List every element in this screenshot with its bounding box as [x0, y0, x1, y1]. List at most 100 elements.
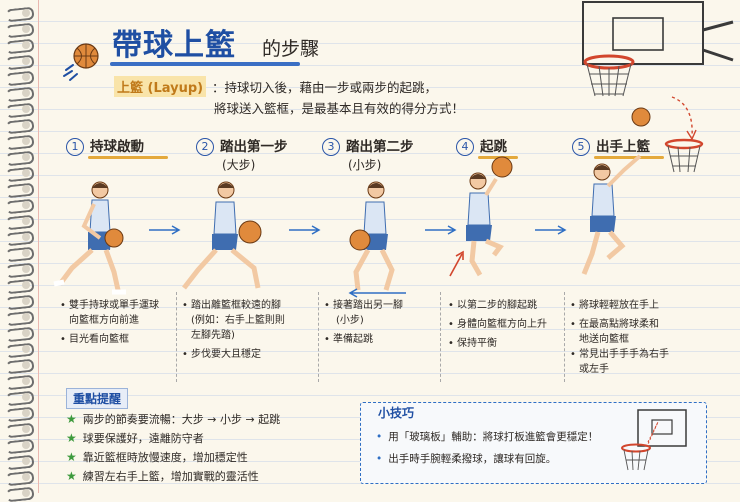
spiral-ring [5, 470, 35, 487]
binding-hole [22, 169, 30, 177]
spiral-ring [5, 374, 35, 391]
spiral-ring [5, 294, 35, 311]
step-1-underline [88, 155, 168, 159]
tips-box [360, 402, 707, 484]
backboard-hoop-icon [621, 409, 687, 471]
binding-hole [22, 89, 30, 97]
player-step-3-illustration [349, 181, 395, 291]
spiral-ring [5, 150, 35, 167]
spiral-ring [5, 262, 35, 279]
column-separator [564, 292, 565, 382]
step-3-number: 3 [322, 137, 340, 156]
spiral-ring [5, 22, 35, 39]
spiral-ring [5, 358, 35, 375]
player-step-4-illustration [466, 156, 513, 277]
focus-item: ★球要保護好，遠離防守者 [66, 429, 280, 448]
column-separator [176, 292, 177, 382]
spiral-ring [5, 102, 35, 119]
step-2-bullet: 步伐要大且穩定 [182, 347, 285, 362]
definition-line-1: ：持球切入後，藉由一步或兩步的起跳， [212, 80, 438, 95]
binding-hole [22, 409, 30, 417]
arrow-step-2-to-3 [289, 225, 321, 235]
focus-item: ★ 靠近籃框時放慢速度，增加穩定性 [66, 448, 280, 467]
binding-hole [22, 249, 30, 257]
binding-hole [22, 441, 30, 449]
binding-hole [22, 345, 30, 353]
spiral-ring [5, 454, 35, 471]
binding-hole [22, 361, 30, 369]
binding-hole [22, 457, 30, 465]
spiral-ring [5, 230, 35, 247]
ball-trajectory-arrow [671, 96, 697, 141]
page-title: 帶球上籃 [112, 28, 236, 63]
binding-hole [22, 425, 30, 433]
bullet-dot-icon: • [376, 453, 383, 465]
spiral-ring [5, 182, 35, 199]
player-step-5-illustration [581, 154, 642, 275]
focus-section-label: 重點提醒 [66, 388, 129, 409]
binding-hole [22, 57, 30, 65]
binding-hole [22, 473, 30, 481]
step-5-title: 出手上籃 [596, 139, 650, 155]
spiral-ring [5, 326, 35, 343]
step-4-underline [478, 155, 518, 159]
binding-hole [22, 105, 30, 113]
binding-hole [22, 489, 30, 497]
step-3-bullets: 接著踏出另一腳 (小步) 準備起跳 [324, 298, 403, 347]
star-icon: ★ [66, 450, 77, 464]
spiral-ring [5, 342, 35, 359]
binding-hole [22, 265, 30, 273]
step-5-bullet: 在最高點將球柔和 [570, 317, 669, 332]
arrow-step-4-to-5 [535, 225, 567, 235]
spiral-ring [5, 38, 35, 55]
spiral-ring [5, 422, 35, 439]
focus-list: ★ 兩步的節奏要流暢：大步 → 小步 → 起跳 ★球要保護好，遠離防守者 ★ 靠近籃… [66, 410, 280, 486]
star-icon: ★ [66, 412, 77, 426]
tips-list: •用「玻璃板」輔助：將球打板進籃會更穩定！ •出手時手腕輕柔撥球，讓球有回旋。 [376, 426, 598, 470]
binding-hole [22, 313, 30, 321]
binding-hole [22, 185, 30, 193]
binding-hole [22, 137, 30, 145]
binding-hole [22, 121, 30, 129]
step-1-bullets: 雙手持球或單手運球 向籃框方向前進 目光看向籃框 [60, 298, 159, 347]
step-2-bullets: 踏出離籃框較遠的腳 (例如：右手上籃則則 左腳先踏) 步伐要大且穩定 [182, 298, 285, 362]
player-step-2-illustration [182, 181, 262, 290]
backward-step-arrow [348, 288, 406, 298]
step-2-bullet-continuation: (例如：右手上籃則則 [191, 315, 285, 326]
spiral-ring [5, 486, 35, 502]
step-2-bullet: 踏出離籃框較遠的腳 [182, 298, 285, 313]
spiral-ring [5, 54, 35, 71]
spiral-ring [5, 310, 35, 327]
column-separator [318, 292, 319, 382]
binding-hole [22, 297, 30, 305]
step-4-bullet: 保持平衡 [448, 336, 547, 351]
step-3-bullet: 準備起跳 [324, 332, 403, 347]
title-underline [110, 62, 300, 66]
bullet-dot-icon: • [376, 431, 383, 443]
focus-item-text: 兩步的節奏要流暢：大步 → 小步 → 起跳 [82, 413, 281, 426]
binding-hole [22, 329, 30, 337]
spiral-ring [5, 214, 35, 231]
upward-motion-arrow [449, 250, 464, 277]
step-5-bullet-continuation: 地送向籃框 [579, 334, 629, 345]
tips-title: 小技巧 [378, 406, 415, 420]
tip-item-text: 出手時手腕輕柔撥球，讓球有回旋。 [388, 453, 557, 465]
step-5-bullet: 常見出手手手為右手 [570, 347, 669, 362]
step-3-bullet: 接著踏出另一腳 [324, 298, 403, 313]
focus-item-text: 靠近籃框時放慢速度，增加穩定性 [82, 451, 248, 464]
binding-hole [22, 393, 30, 401]
spiral-ring [5, 390, 35, 407]
tip-item: • 出手時手腕輕柔撥球，讓球有回旋。 [376, 448, 598, 470]
step-1-bullet: 雙手持球或單手運球 [60, 298, 159, 313]
step-5-bullet: 將球輕輕放在手上 [570, 298, 669, 313]
notebook-margin-line [38, 0, 39, 493]
binding-hole [22, 25, 30, 33]
spiral-ring [5, 406, 35, 423]
focus-item-text: 球要保護好，遠離防守者 [82, 432, 204, 445]
spiral-ring [5, 134, 35, 151]
spiral-ring [5, 438, 35, 455]
